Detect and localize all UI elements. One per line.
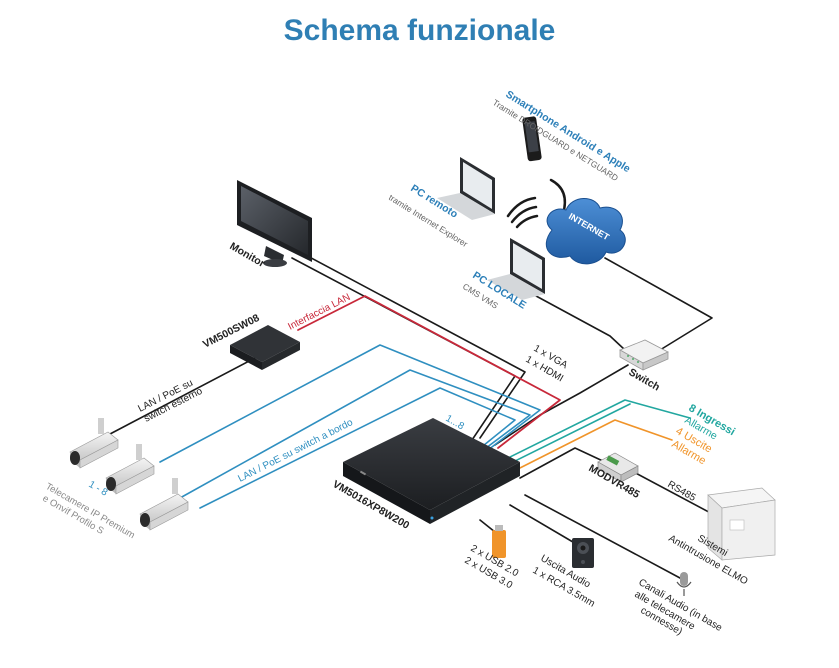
cable-orange (511, 419, 673, 473)
laptop-icon (437, 157, 495, 220)
monitor-icon (237, 180, 312, 267)
cable-blue-3 (199, 387, 516, 509)
microphone-icon (676, 572, 692, 596)
cable-pc-locale (524, 289, 626, 351)
lan-poe-bordo-label: LAN / PoE su switch a bordo (236, 417, 355, 485)
speaker-icon (572, 538, 594, 568)
cable-ext-switch-cam (109, 357, 256, 435)
laptop-icon (487, 238, 545, 300)
smartphone-sub-label: Tramite DROIDGUARD e NETGUARD (491, 97, 620, 183)
smartphone-icon (522, 116, 542, 162)
cable-blue-2 (179, 369, 531, 499)
cable-internet (604, 257, 713, 351)
cable-monitor (299, 251, 526, 439)
cable-teal-1 (499, 399, 691, 463)
io-module-icon (597, 452, 639, 483)
cable-modvr (519, 447, 606, 479)
smartphone-label: Smartphone Android e Apple (503, 88, 632, 175)
usb-stick-icon (492, 525, 506, 558)
cable-usb (479, 519, 496, 533)
ip-camera-icon (139, 478, 189, 531)
switch-icon (619, 339, 669, 371)
cloud-icon: INTERNET (545, 198, 626, 265)
cable-audio-in (524, 494, 681, 579)
cable-teal-2 (504, 403, 631, 467)
ip-camera-icon (105, 444, 155, 495)
switch-label: Switch (627, 366, 662, 393)
poe-switch-icon (230, 325, 300, 370)
cable-audio-out (509, 504, 579, 546)
ip-camera-icon (69, 418, 119, 469)
cable-blue-1 (159, 344, 541, 463)
cable-switch-nvr (494, 364, 629, 446)
cable-rs485 (629, 469, 721, 519)
alarm-panel-icon (707, 487, 776, 561)
monitor-label: Monitor (228, 240, 267, 270)
nvr-icon (343, 418, 520, 524)
page-title: Schema funzionale (283, 14, 556, 47)
cables (109, 251, 721, 579)
interfaccia-lan-label: Interfaccia LAN (286, 292, 352, 333)
cable-red (297, 295, 561, 449)
